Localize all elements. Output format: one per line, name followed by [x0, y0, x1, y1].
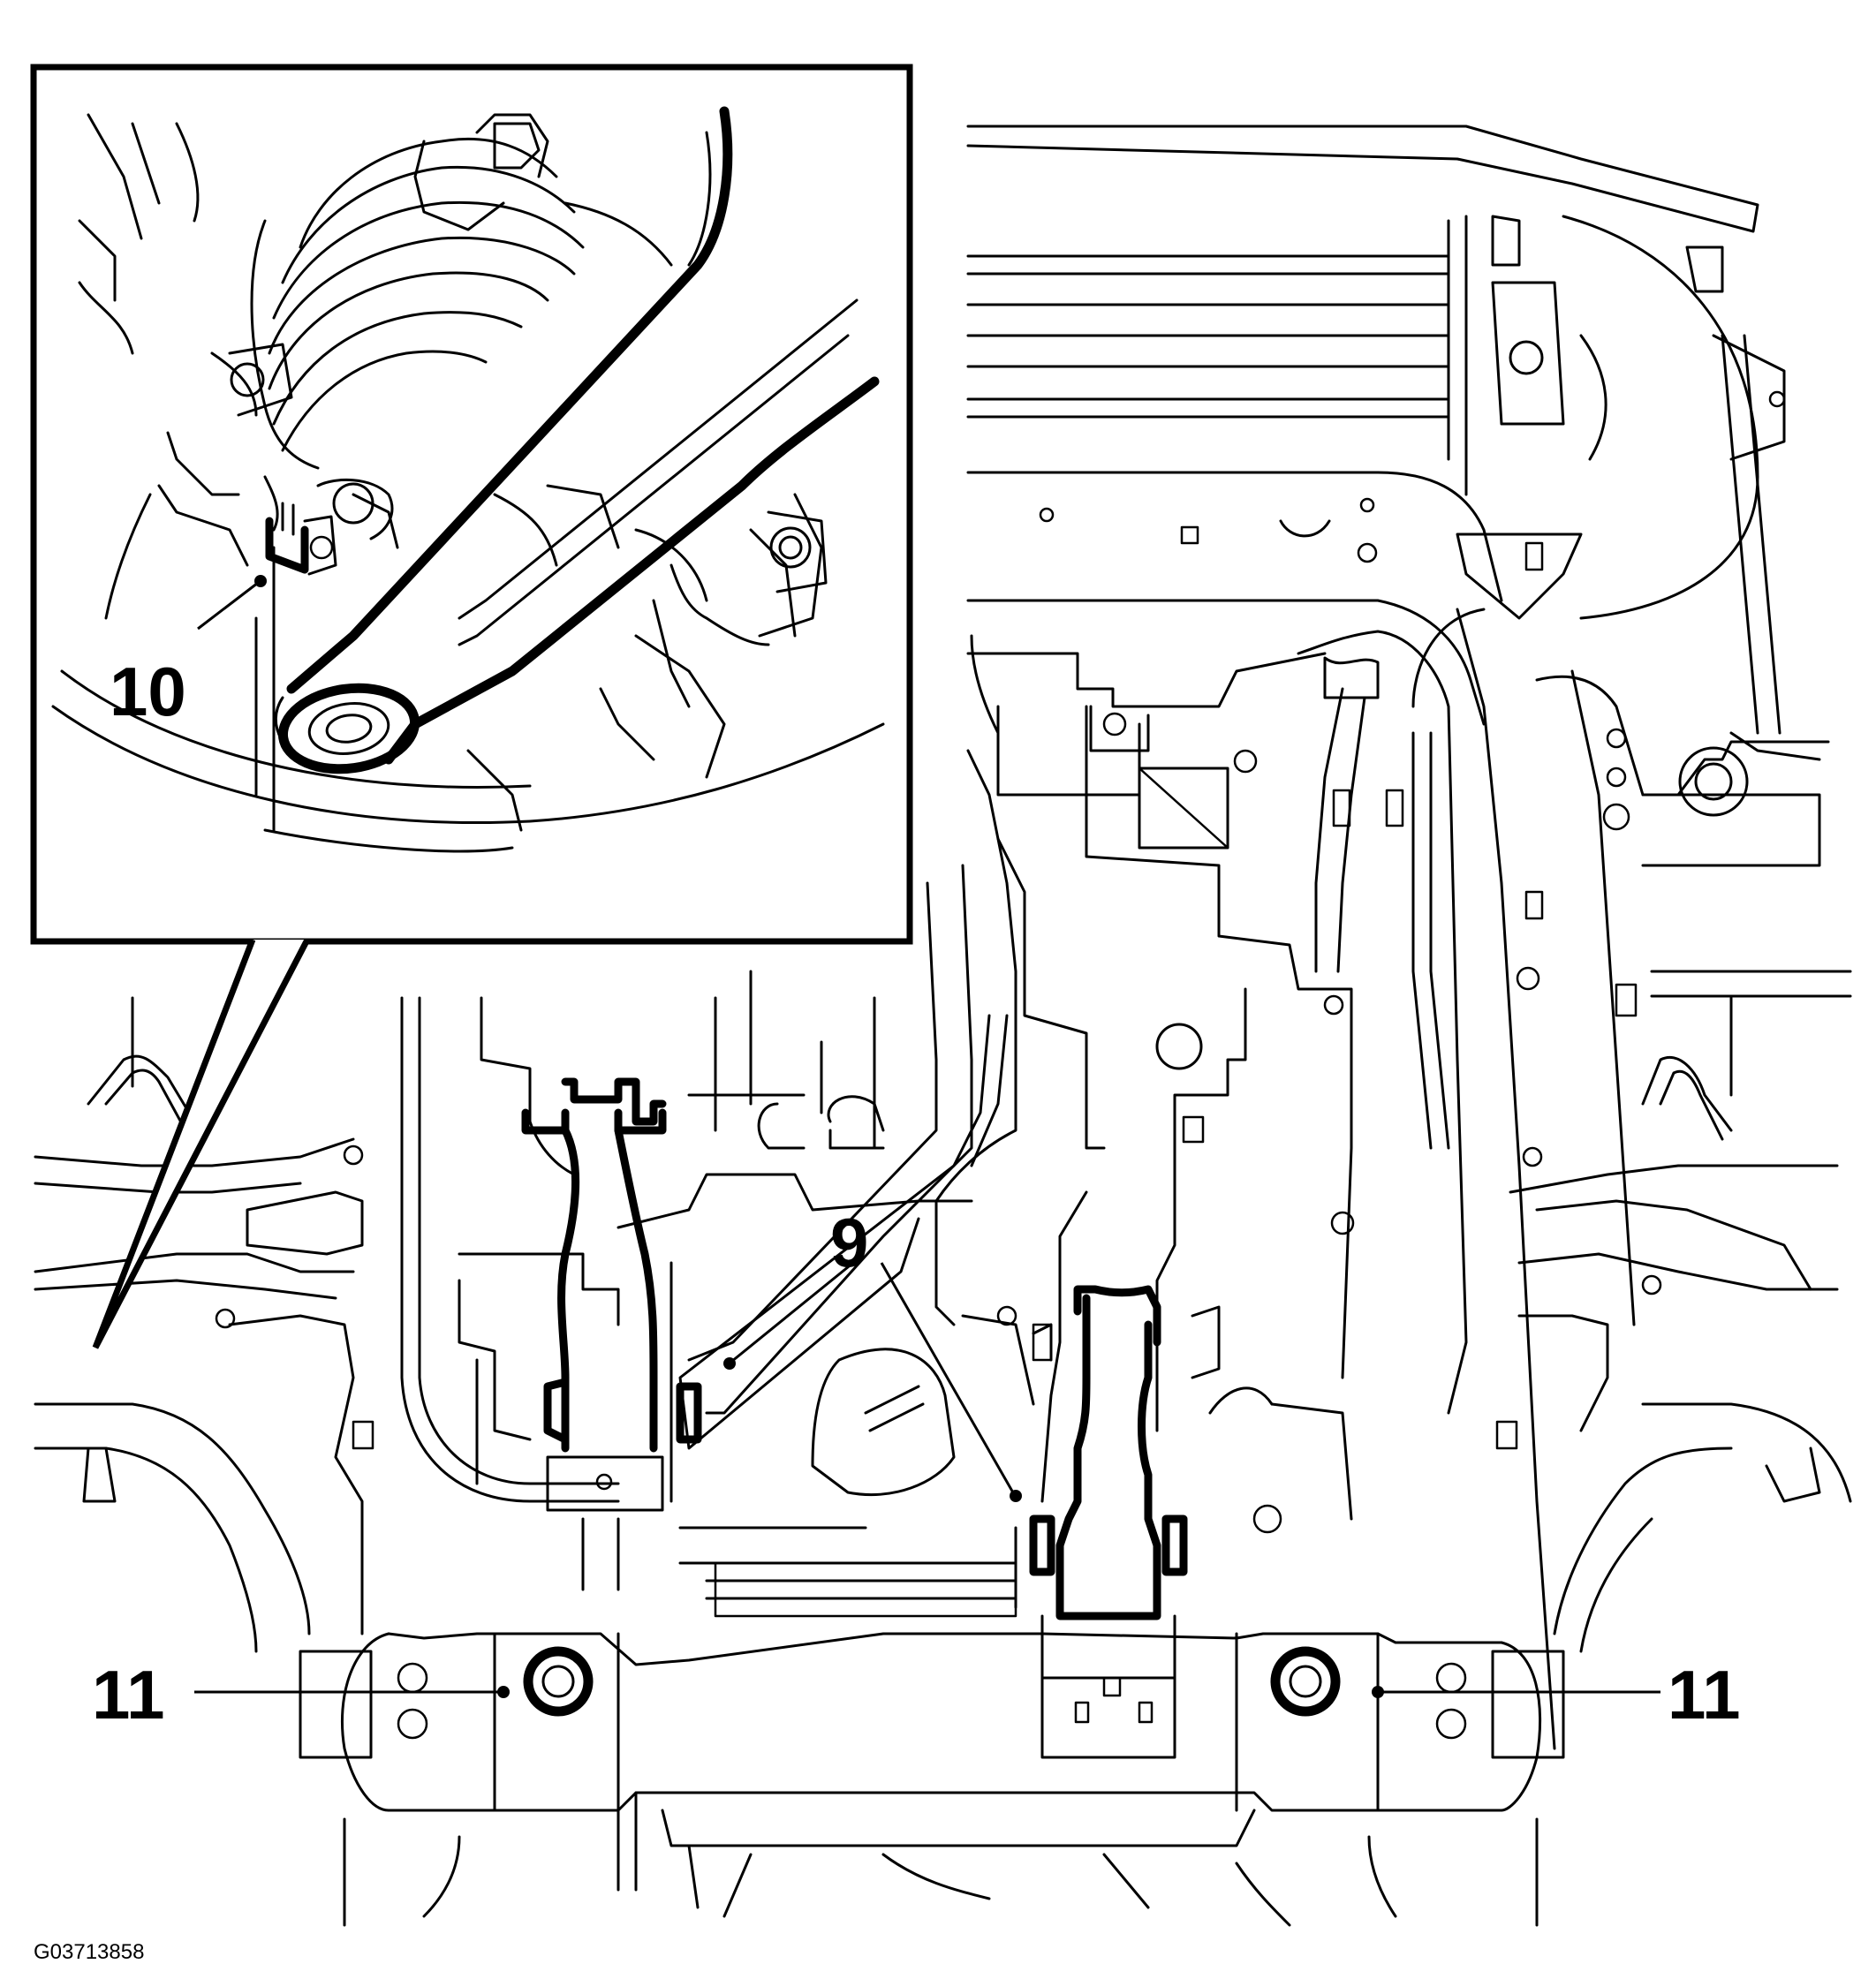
figure-id: G03713858 [34, 1940, 144, 1964]
subframe-bolt-left [523, 1646, 594, 1717]
callout-10-label: 10 [110, 653, 186, 730]
engine-assembly [966, 630, 1468, 1534]
inset-background [51, 113, 885, 853]
detail-inset [30, 64, 913, 1349]
link-nut [265, 502, 337, 576]
right-engine-mount [1029, 1190, 1221, 1759]
callout-9-leaders [723, 1261, 1022, 1502]
right-control-arm [1495, 996, 1852, 1653]
callout-11-leaders [194, 1686, 1660, 1698]
exhaust-pipe [678, 1014, 1053, 1497]
radiator-assembly [966, 125, 1786, 735]
callout-11-right-label: 11 [1668, 1656, 1740, 1734]
callout-10-leader [197, 575, 267, 631]
left-engine-mount [521, 1077, 702, 1591]
callout-9-label: 9 [830, 1204, 868, 1281]
underbody-view [34, 125, 1852, 1927]
front-subframe [299, 1632, 1565, 1927]
upper-crossmember [966, 471, 1583, 726]
subframe-bolt-right [1270, 1646, 1341, 1717]
coil-spring [250, 113, 673, 470]
lower-link-arm [274, 106, 880, 774]
callout-11-left-label: 11 [92, 1656, 164, 1734]
left-frame [400, 996, 1017, 1618]
right-frame [1456, 608, 1852, 1750]
